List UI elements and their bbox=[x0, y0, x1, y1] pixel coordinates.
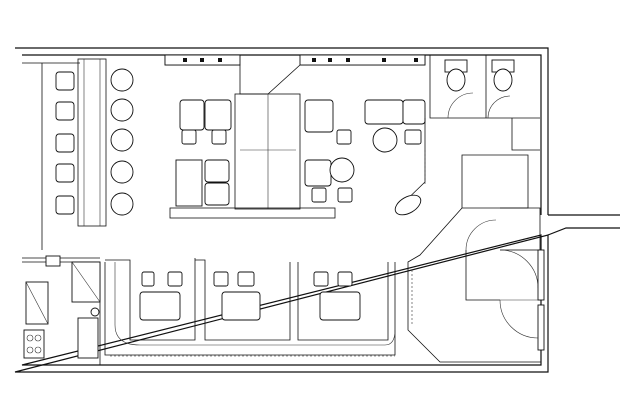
chair bbox=[211, 129, 227, 145]
toilet-bowl bbox=[493, 68, 513, 92]
chair bbox=[337, 187, 353, 203]
chair bbox=[181, 129, 197, 145]
chair bbox=[313, 271, 329, 287]
cabinet bbox=[55, 71, 75, 91]
top-windows bbox=[164, 54, 426, 95]
stove bbox=[23, 329, 45, 359]
booth-bench bbox=[169, 207, 336, 219]
booth-table bbox=[221, 291, 261, 321]
central-booths bbox=[169, 93, 355, 219]
booth-table bbox=[319, 291, 361, 321]
chair bbox=[364, 99, 404, 125]
counter bbox=[77, 317, 99, 359]
chair bbox=[204, 99, 232, 131]
kitchen-equipment bbox=[22, 255, 101, 365]
sink bbox=[45, 255, 61, 267]
chair bbox=[311, 187, 327, 203]
right-tables bbox=[364, 99, 426, 216]
cabinet bbox=[55, 101, 75, 121]
bar-stool bbox=[110, 98, 134, 122]
bar-stool bbox=[110, 128, 134, 152]
toilet-bowl bbox=[446, 68, 466, 92]
chair bbox=[402, 99, 426, 125]
plant bbox=[394, 194, 422, 216]
bar-stool bbox=[110, 160, 134, 184]
entrance bbox=[407, 154, 545, 363]
cabinet bbox=[55, 133, 75, 153]
chair bbox=[337, 271, 353, 287]
chair bbox=[167, 271, 183, 287]
bar-stool bbox=[110, 68, 134, 92]
round-table bbox=[372, 127, 398, 153]
drain bbox=[90, 307, 100, 317]
chair bbox=[179, 99, 205, 131]
round-table bbox=[329, 157, 355, 183]
chair bbox=[304, 159, 332, 187]
chair bbox=[141, 271, 155, 287]
table bbox=[175, 159, 203, 207]
bar-counter bbox=[77, 58, 107, 227]
bottom-booths bbox=[104, 258, 396, 357]
cabinet bbox=[55, 195, 75, 215]
chair bbox=[213, 271, 229, 287]
booth-table bbox=[139, 291, 181, 321]
chair bbox=[204, 159, 230, 183]
chair bbox=[304, 99, 334, 133]
bar-stools bbox=[110, 68, 134, 216]
bar-stool bbox=[110, 192, 134, 216]
chair bbox=[204, 182, 230, 206]
chair bbox=[404, 129, 422, 145]
chair bbox=[237, 271, 255, 287]
restrooms bbox=[429, 55, 540, 151]
service-counter bbox=[22, 58, 107, 259]
chair bbox=[336, 129, 352, 145]
cabinet bbox=[55, 163, 75, 183]
